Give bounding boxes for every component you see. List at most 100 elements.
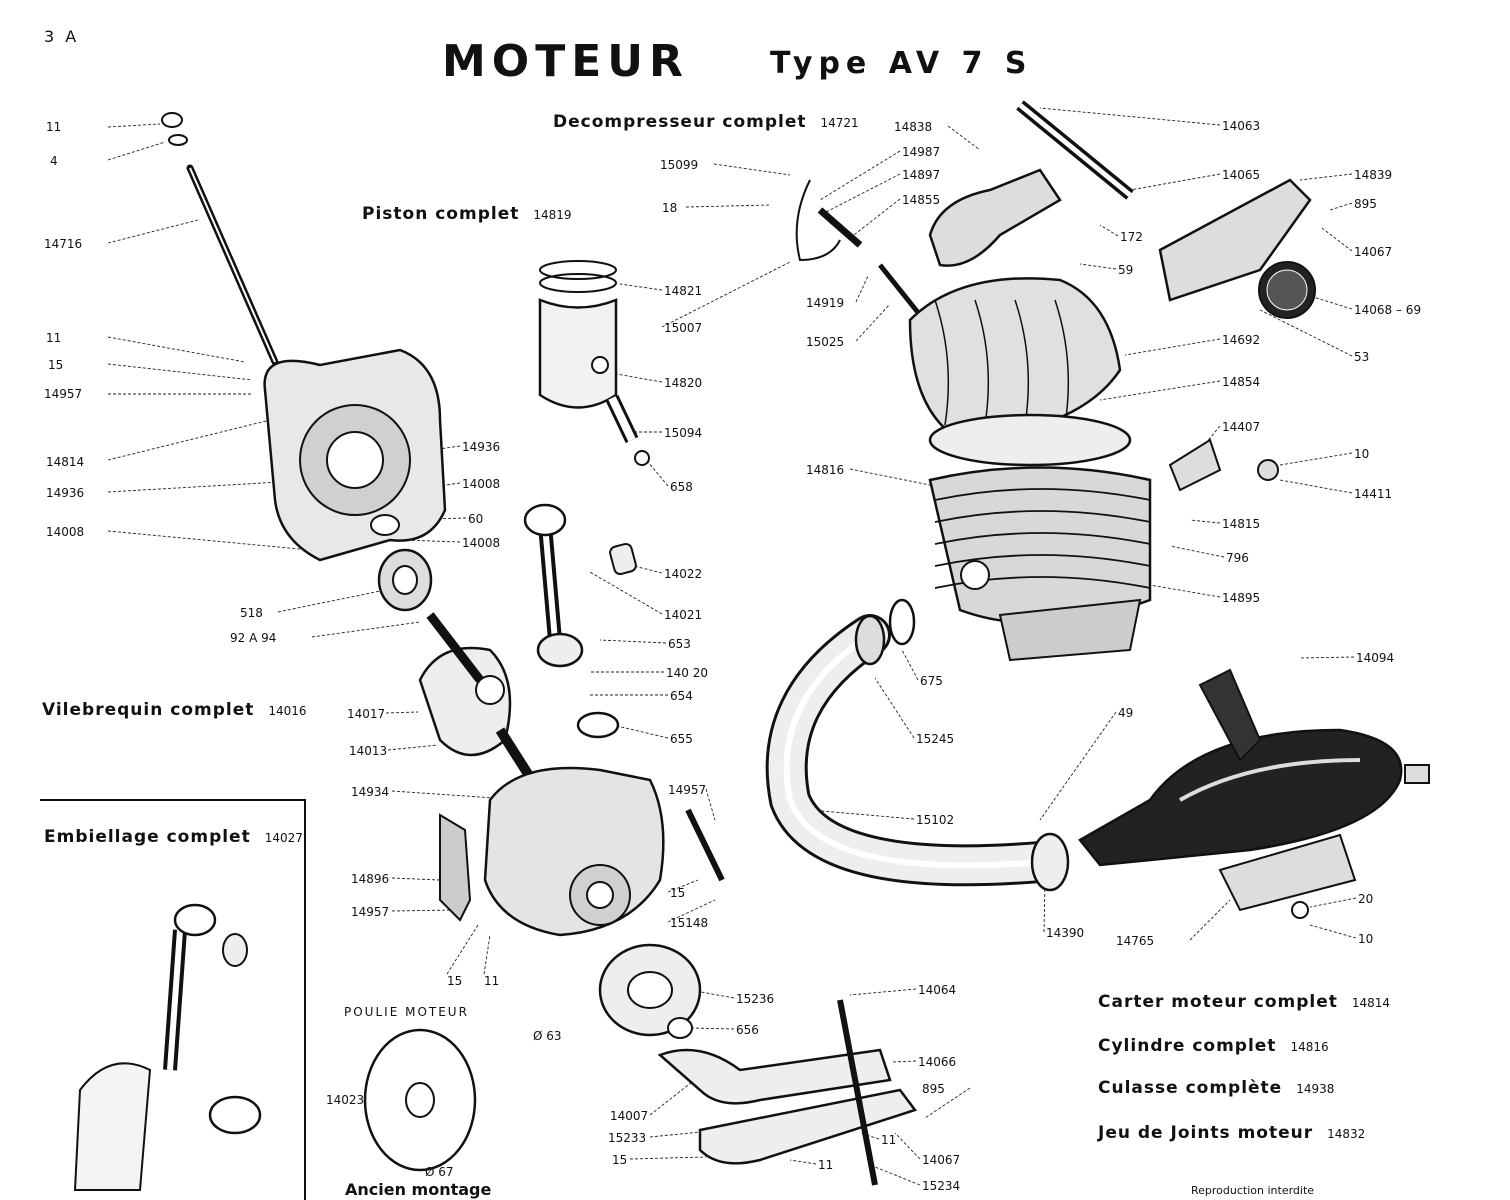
leader-line [1149,584,1221,598]
cylinder-fin [934,510,1151,523]
seal-60 [370,514,400,536]
silencer-14094 [1078,728,1403,867]
assembly-name: Carter moteur complet [1098,992,1338,1012]
part-number-label: 14008 [46,525,85,539]
part-number-label: 14063 [1222,119,1261,133]
screw-15148 [685,808,725,882]
leader-line [1129,173,1221,191]
leader-line [599,639,667,644]
leader-line [891,1060,917,1063]
crank-shaft-top [426,612,484,683]
part-number-label: 14957 [668,783,707,797]
conrod-small-end [523,503,567,537]
leader-line [107,481,281,493]
clamp-14390 [1030,832,1070,892]
section-frame [40,799,306,1200]
leader-line [819,150,901,201]
part-number-label: 15234 [922,1179,961,1193]
assembly-name: Culasse complète [1098,1078,1283,1098]
part-number-label: 14094 [1356,651,1395,665]
leader-line [1124,338,1221,356]
piston-body [538,298,618,409]
leader-line [107,123,161,128]
head-fin [974,299,990,426]
part-number-label: 15102 [916,813,955,827]
crank-pin-hole [475,675,505,705]
assembly-number: 14814 [1351,996,1391,1010]
washer-655 [576,711,620,739]
silencer-bracket [1198,668,1262,762]
leader-line [713,163,791,176]
part-number-label: 14814 [46,455,85,469]
part-number-label: 15025 [806,335,845,349]
leader-line [849,198,901,239]
part-number-label: 14017 [347,707,386,721]
leader-line [661,261,791,328]
leader-line [107,530,311,551]
leader-line [599,721,669,739]
inset-crank-web [73,1062,152,1191]
part-number-label: 15 [447,974,463,988]
part-number-label: 14838 [894,120,933,134]
assembly-number: 14832 [1327,1127,1366,1141]
part-number-label: 53 [1354,350,1370,364]
head-gasket-14854 [928,413,1132,467]
screw-20 [1291,901,1309,919]
leader-line [107,336,246,363]
part-number-label: 14008 [462,536,501,550]
leader-line [389,517,467,521]
part-number-label: 15233 [608,1131,647,1145]
bracket-14007 [657,1048,892,1105]
leader-line [1329,202,1353,211]
leader-line [107,363,253,381]
part-number-label: 654 [670,689,693,703]
diameter-63-label: Ø 63 [533,1029,562,1043]
washer-4 [168,134,188,146]
part-number-label: 14815 [1222,517,1261,531]
leader-line [647,461,669,487]
assembly-number: 14016 [268,704,307,718]
part-number-label: 14820 [664,376,703,390]
leader-line [1169,545,1225,558]
part-number-label: 655 [670,732,693,746]
leader-line [107,141,166,161]
part-number-label: 4 [50,154,58,168]
leader-line [1189,899,1231,941]
leader-line [391,877,441,881]
crank-web [418,646,512,757]
poulie-moteur-label: POULIE MOTEUR [344,1005,469,1019]
leader-line [849,468,931,486]
part-number-label: 59 [1118,263,1134,277]
part-number-label: 658 [670,480,693,494]
mount-14839 [1158,178,1312,302]
nut-11 [161,112,183,128]
piston-ring-1 [539,260,617,280]
leader-line [1279,452,1353,466]
part-number-label: 15099 [660,158,699,172]
part-number-label: 11 [881,1133,897,1147]
inset-conrod-inner [167,929,183,1071]
exhaust-pipe-highlight [783,632,1041,869]
leader-line [1039,711,1117,821]
part-number-label: 92 A 94 [230,631,277,645]
cylinder-fin [934,554,1151,567]
part-number-label: 15007 [664,321,703,335]
bolt-14064 [837,999,878,1186]
ancien-montage-label: Ancien montage [345,1180,492,1199]
exhaust-seal-675 [888,598,916,646]
bearing-518-bore [392,565,418,595]
diagram-title-type: Type AV 7 S [770,46,1033,81]
part-number-label: 14007 [610,1109,649,1123]
part-number-label: 14008 [462,477,501,491]
part-number-label: 11 [46,331,62,345]
leader-line [483,934,491,975]
part-number-label: 11 [484,974,500,988]
leader-line [1079,263,1117,270]
leader-line [874,677,915,739]
nut-656 [667,1017,693,1039]
part-number-label: 14067 [922,1153,961,1167]
head-fin [1054,299,1070,426]
leader-line [619,283,663,291]
